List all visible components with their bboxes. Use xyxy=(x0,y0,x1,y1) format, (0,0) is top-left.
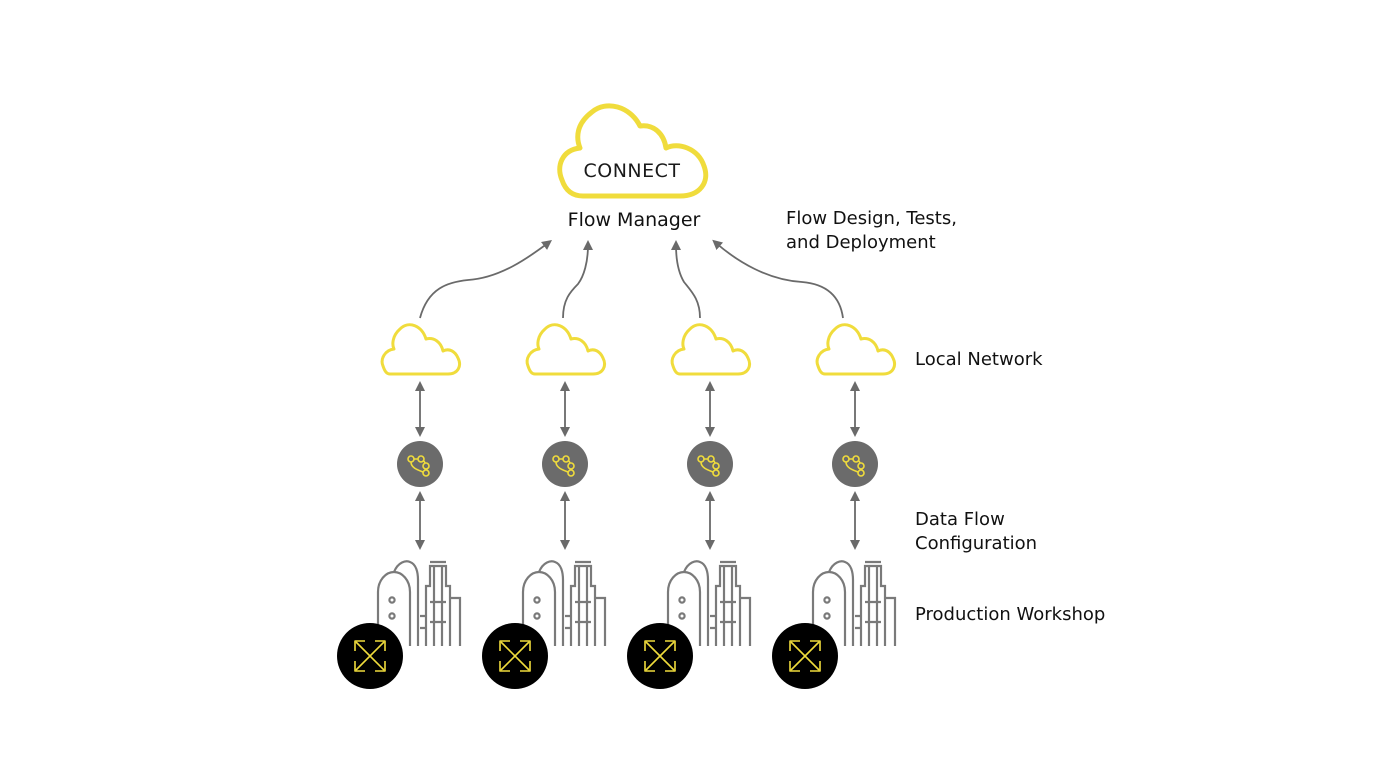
flow-manager-title: Flow Manager xyxy=(568,209,701,231)
cloud-icon xyxy=(380,323,462,376)
cloud-icon xyxy=(815,323,897,376)
design-label-line1: Flow Design, Tests, xyxy=(786,208,957,229)
factory-icon xyxy=(666,560,752,646)
expand-arrows-icon xyxy=(337,623,403,689)
expand-arrows-icon xyxy=(772,623,838,689)
site-column-3 xyxy=(627,323,752,689)
site-column-2 xyxy=(482,323,607,689)
expand-arrows-icon xyxy=(482,623,548,689)
site-columns xyxy=(337,323,897,689)
factory-icon xyxy=(376,560,462,646)
factory-icon xyxy=(521,560,607,646)
flow-nodes-icon xyxy=(397,441,443,487)
flow-nodes-icon xyxy=(832,441,878,487)
local-network-label: Local Network xyxy=(915,349,1043,370)
cloud-icon xyxy=(525,323,607,376)
brand-logo-text: CONNECT xyxy=(583,160,680,182)
uplink-arrow xyxy=(419,240,553,319)
uplink-arrow xyxy=(712,239,844,319)
expand-arrows-icon xyxy=(627,623,693,689)
central-cloud: CONNECT xyxy=(557,103,709,199)
uplink-arrow xyxy=(562,240,593,319)
flow-nodes-icon xyxy=(687,441,733,487)
data-flow-label-line2: Configuration xyxy=(915,533,1037,554)
cloud-icon xyxy=(670,323,752,376)
uplink-arrows xyxy=(419,239,844,319)
production-label: Production Workshop xyxy=(915,604,1105,625)
data-flow-label-line1: Data Flow xyxy=(915,509,1005,530)
site-column-4 xyxy=(772,323,897,689)
design-label-line2: and Deployment xyxy=(786,232,936,253)
flow-nodes-icon xyxy=(542,441,588,487)
uplink-arrow xyxy=(671,240,701,319)
site-column-1 xyxy=(337,323,462,689)
factory-icon xyxy=(811,560,897,646)
cloud-icon xyxy=(557,103,709,199)
